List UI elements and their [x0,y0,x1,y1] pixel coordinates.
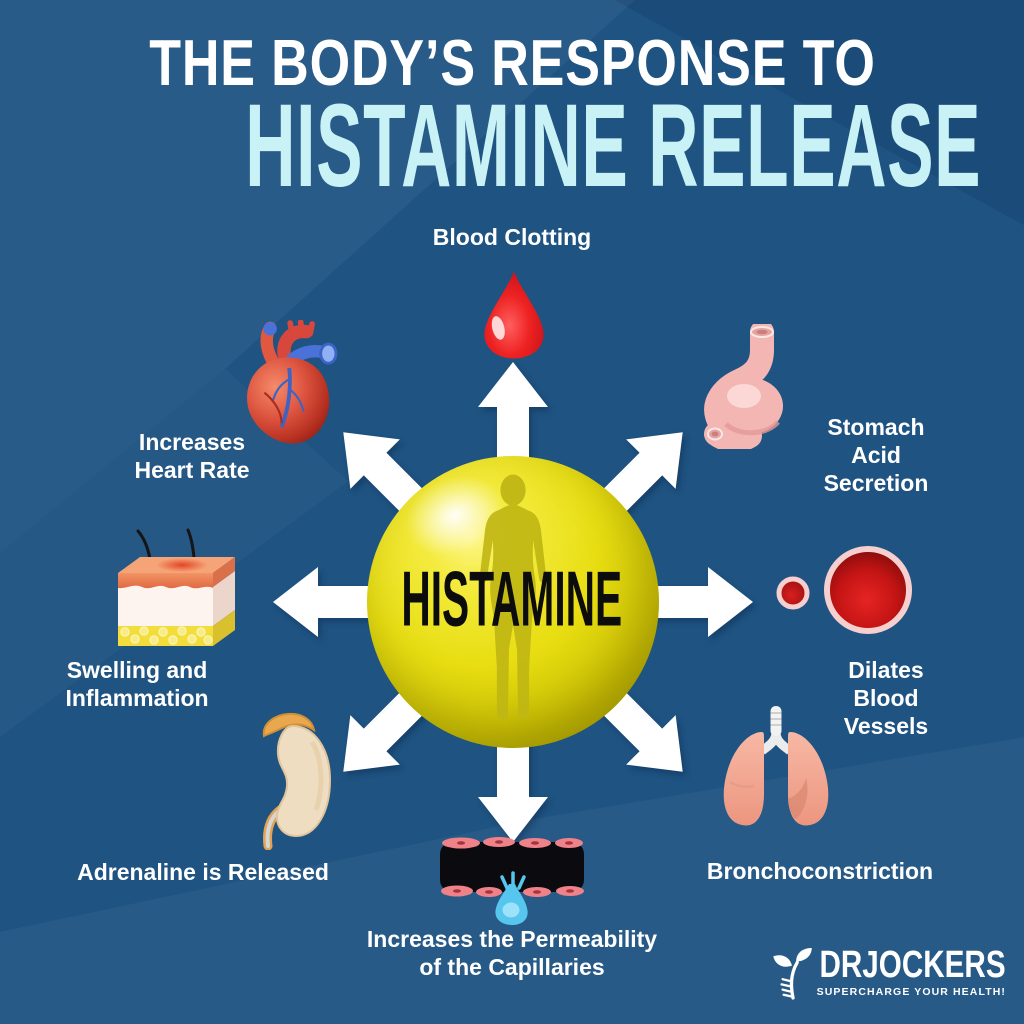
capillary-icon [440,837,584,925]
blood-vessels-icon [776,546,912,634]
label-blood-clotting: Blood Clotting [432,224,592,250]
title-line2: HISTAMINE RELEASE [245,78,982,212]
skin-icon [118,528,235,646]
label-heart-rate: Increases Heart Rate [134,429,250,484]
heart-icon [247,320,338,444]
human-silhouette-icon [479,474,547,720]
brand-tagline: SUPERCHARGE YOUR HEALTH! [816,986,1006,998]
label-swelling: Swelling and Inflammation [65,657,209,712]
brand-name: DRJOCKERS [819,944,1006,986]
center-label: HISTAMINE [401,554,623,643]
label-stomach-acid: Stomach Acid Secretion [823,414,929,497]
blood-drop-icon [484,271,544,359]
label-adrenaline: Adrenaline is Released [77,859,329,885]
histamine-sphere [367,456,659,748]
brand-logo: DRJOCKERS SUPERCHARGE YOUR HEALTH! [770,944,1006,1000]
lungs-icon [723,706,829,826]
stomach-icon [704,324,783,449]
adrenal-gland-icon [262,712,332,850]
label-bronchoconstriction: Bronchoconstriction [706,858,934,884]
label-permeability: Increases the Permeability of the Capill… [366,926,658,981]
leaf-icon [773,948,812,1000]
label-dilates-vessels: Dilates Blood Vessels [843,657,929,740]
title-line1: THE BODY’S RESPONSE TO [148,27,876,100]
